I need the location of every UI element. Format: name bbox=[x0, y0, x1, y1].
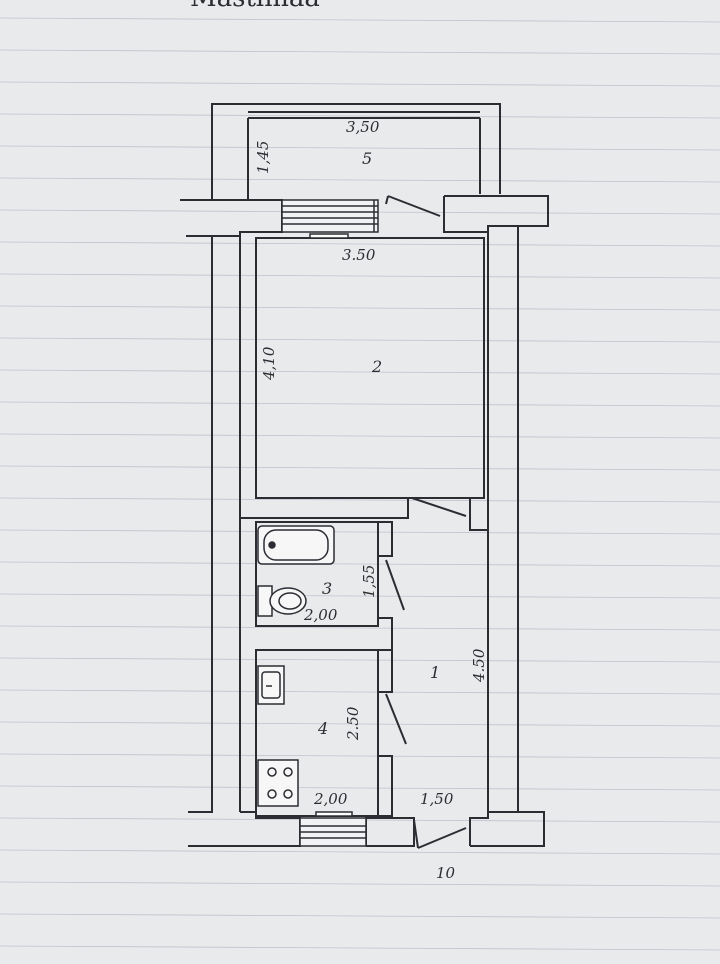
room-5-depth-dim: 1,45 bbox=[254, 141, 272, 174]
ruled-line bbox=[0, 561, 720, 567]
room3-door-jamb-bottom bbox=[378, 617, 393, 651]
room-2-door bbox=[411, 497, 467, 517]
ruled-line bbox=[0, 113, 720, 119]
room-3-width-dim: 2,00 bbox=[303, 606, 338, 624]
room3-door-jamb-top bbox=[378, 521, 393, 557]
room-2-depth-dim: 4,10 bbox=[260, 346, 278, 381]
left-wall-outer bbox=[188, 236, 213, 813]
ruled-line bbox=[0, 241, 720, 247]
header-fragment: Mastlmaa bbox=[190, 0, 320, 13]
room-1-width-dim: 1,50 bbox=[420, 790, 454, 808]
room-4-number: 4 bbox=[317, 719, 328, 738]
sink-icon bbox=[257, 665, 285, 705]
room2-bottom-partition bbox=[239, 498, 409, 519]
ruled-line bbox=[0, 721, 720, 727]
stove-icon bbox=[257, 759, 299, 807]
ruled-line bbox=[0, 625, 720, 631]
doors bbox=[385, 195, 467, 849]
ruled-line bbox=[0, 465, 720, 471]
room-3-number: 3 bbox=[322, 579, 332, 598]
ruled-line bbox=[0, 753, 720, 759]
entrance-door-hinge bbox=[413, 819, 419, 849]
ruled-line bbox=[0, 305, 720, 311]
balcony-door-hinge bbox=[385, 195, 389, 205]
room-4-door bbox=[385, 693, 407, 745]
top-wall-left bbox=[180, 199, 283, 237]
room-3-depth-dim: 1,55 bbox=[360, 565, 378, 598]
room-5-number: 5 bbox=[362, 149, 372, 168]
ruled-line bbox=[0, 273, 720, 279]
bottom-wall-right bbox=[469, 811, 545, 847]
room2-right-jamb bbox=[469, 498, 488, 531]
ruled-lines bbox=[0, 17, 720, 951]
entrance-label: 10 bbox=[436, 864, 456, 882]
ruled-line bbox=[0, 497, 720, 503]
bottom-wall-left bbox=[188, 811, 301, 847]
room-2-width-dim: 3.50 bbox=[342, 246, 376, 264]
balcony-door bbox=[387, 195, 441, 217]
room4-door-jamb-top bbox=[378, 649, 393, 693]
balcony-window bbox=[281, 199, 379, 239]
room-4-depth-dim: 2.50 bbox=[344, 706, 362, 741]
windows bbox=[281, 199, 379, 847]
ruled-line bbox=[0, 657, 720, 663]
ruled-line bbox=[0, 145, 720, 151]
room-5-width-dim: 3,50 bbox=[346, 118, 380, 136]
ruled-line bbox=[0, 17, 720, 23]
ruled-line bbox=[0, 401, 720, 407]
ruled-line bbox=[0, 689, 720, 695]
ruled-line bbox=[0, 49, 720, 55]
ruled-line bbox=[0, 81, 720, 87]
ruled-line bbox=[0, 849, 720, 855]
ruled-line bbox=[0, 881, 720, 887]
ruled-line bbox=[0, 913, 720, 919]
ruled-line bbox=[0, 945, 720, 951]
room-3-door bbox=[385, 559, 405, 611]
bottom-wall-mid bbox=[365, 817, 415, 847]
room-3-walls bbox=[255, 521, 379, 627]
room-2-number: 2 bbox=[371, 357, 382, 376]
kitchen-window bbox=[299, 811, 367, 847]
room-2-walls bbox=[255, 237, 485, 499]
ruled-line bbox=[0, 337, 720, 343]
toilet-icon bbox=[257, 585, 307, 617]
ruled-line bbox=[0, 785, 720, 791]
ruled-line bbox=[0, 369, 720, 375]
room-1-depth-dim: 4.50 bbox=[470, 648, 488, 683]
ruled-line bbox=[0, 433, 720, 439]
room-4-width-dim: 2,00 bbox=[313, 790, 348, 808]
entrance-door bbox=[417, 827, 467, 849]
ruled-line bbox=[0, 593, 720, 599]
ruled-line bbox=[0, 177, 720, 183]
bathtub-icon bbox=[257, 525, 335, 565]
ruled-line bbox=[0, 529, 720, 535]
room4-door-jamb-bottom bbox=[378, 755, 393, 817]
top-wall-right bbox=[443, 195, 549, 233]
room-1-number: 1 bbox=[430, 663, 440, 682]
